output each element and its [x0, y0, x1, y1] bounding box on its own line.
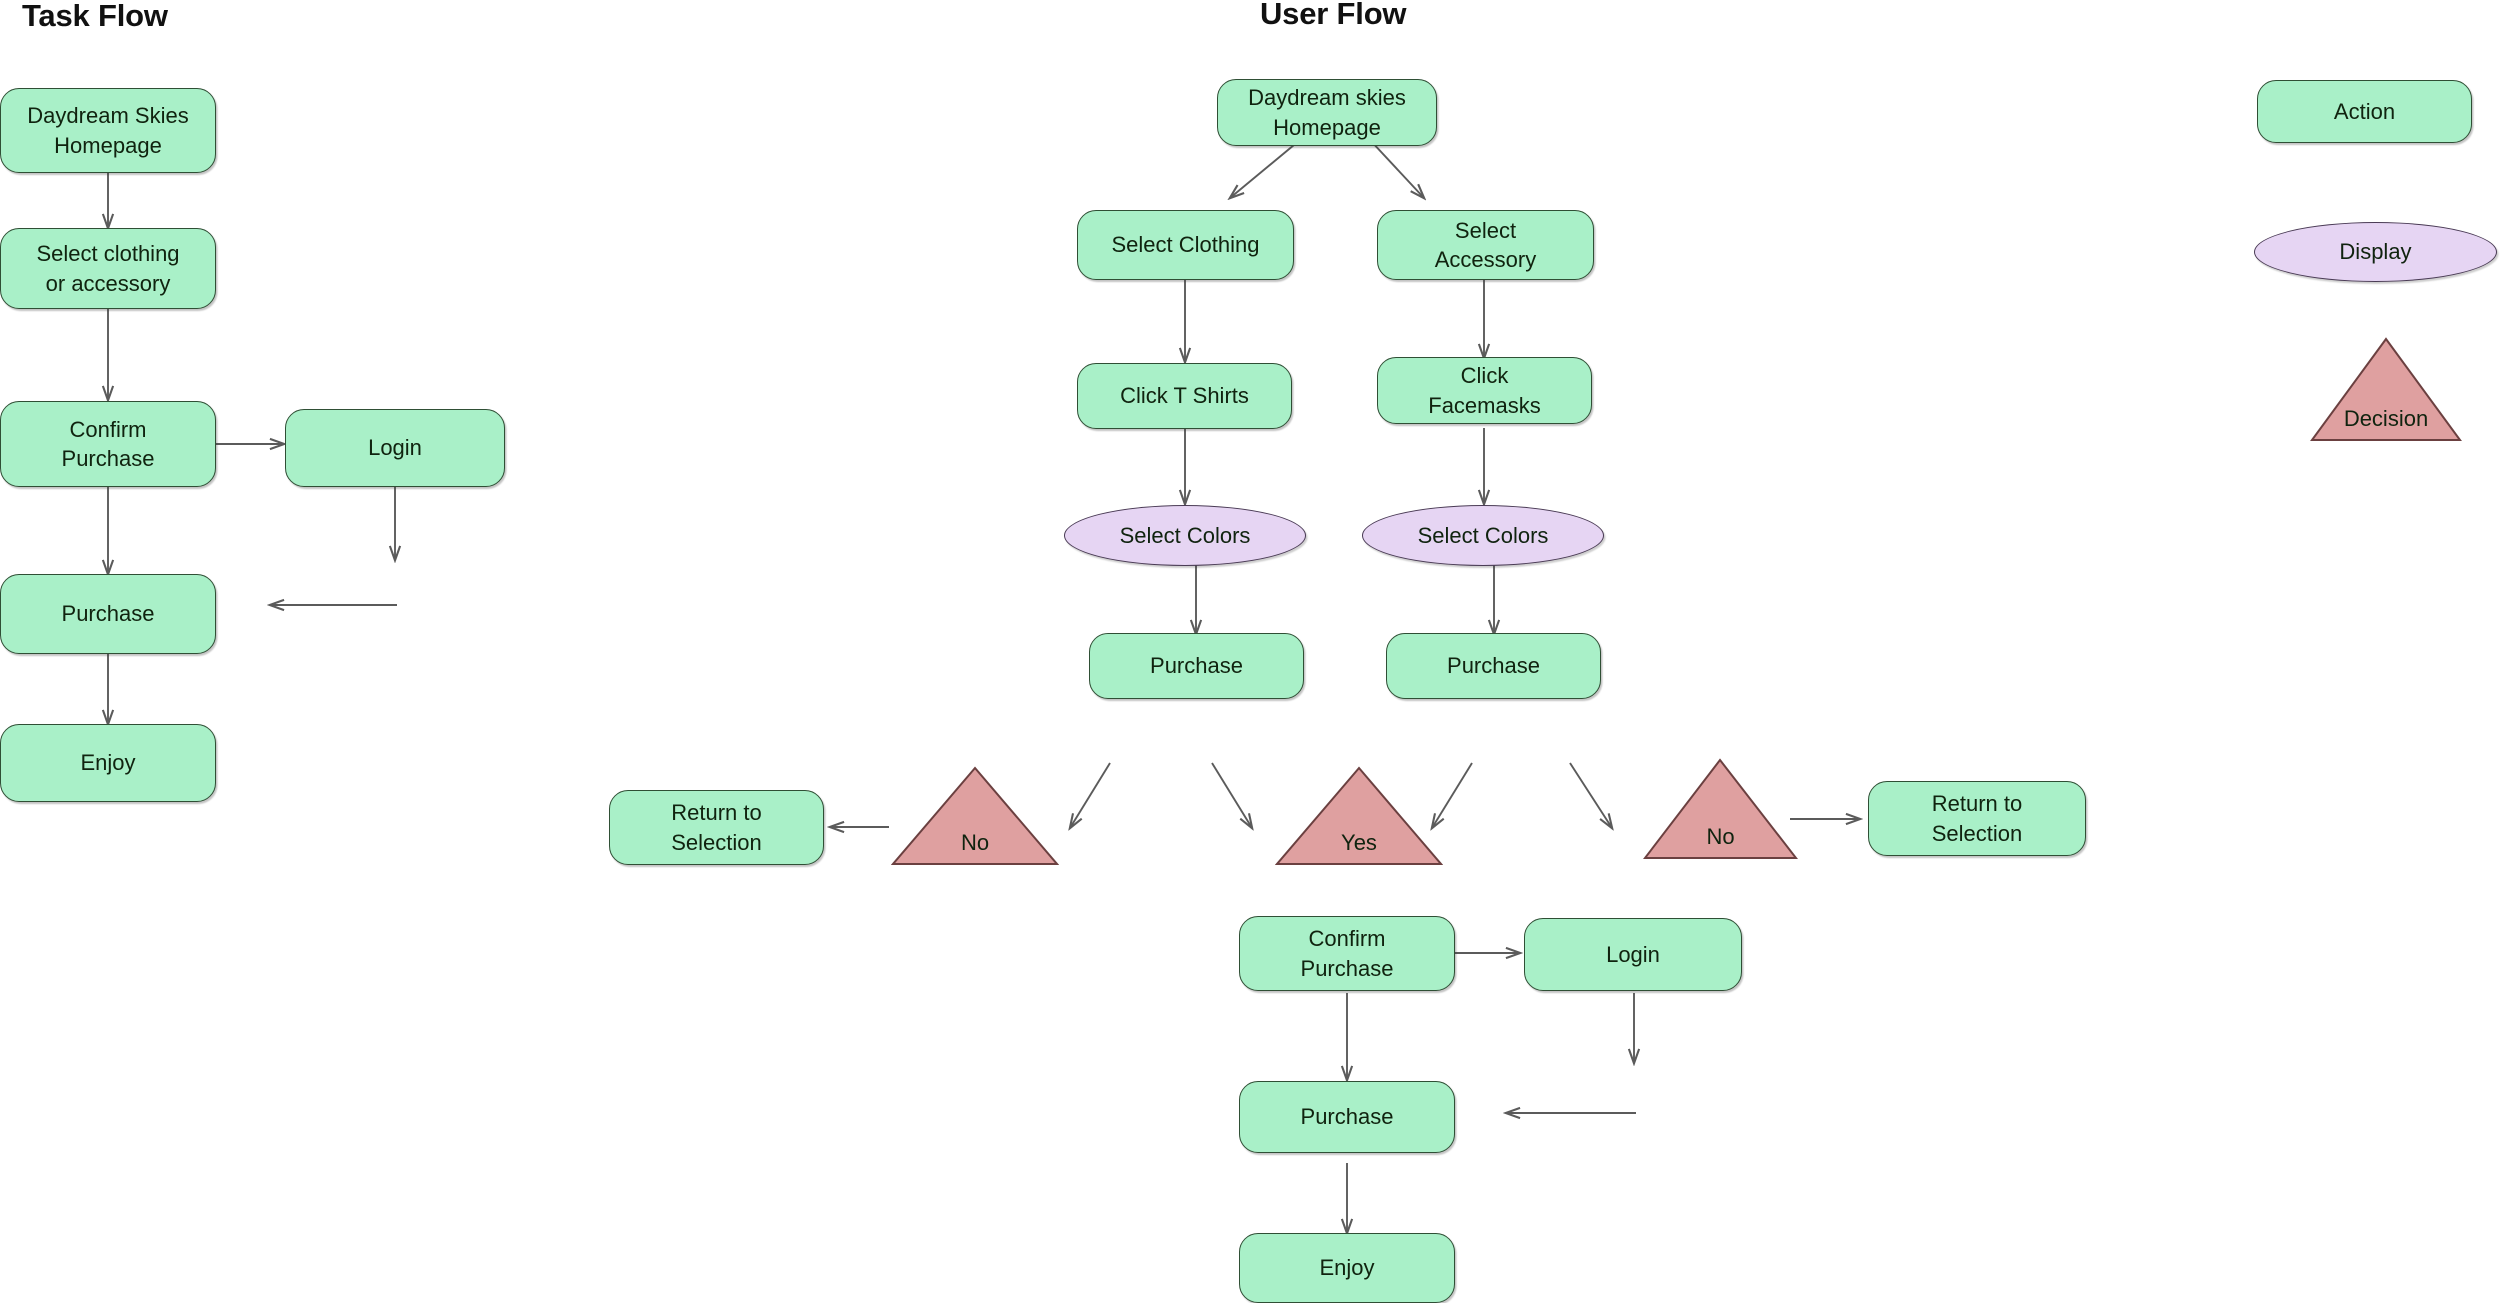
decision-label: No — [1706, 823, 1735, 849]
task-node-homepage[interactable]: Daydream Skies Homepage — [0, 88, 216, 173]
user-flow-title: User Flow — [1260, 0, 1407, 31]
user-node-select-clothing[interactable]: Select Clothing — [1077, 210, 1294, 280]
user-node-decision-no-right[interactable]: No — [1643, 758, 1798, 860]
user-node-purchase-left[interactable]: Purchase — [1089, 633, 1304, 699]
decision-label: No — [960, 829, 990, 855]
triangle-icon — [2310, 337, 2462, 441]
wire-uf-home-to-clothing — [1230, 139, 1301, 198]
legend-decision-label: Decision — [2343, 405, 2429, 431]
user-node-select-colors-right[interactable]: Select Colors — [1362, 505, 1604, 566]
wire-uf-purchase-l-to-yes — [1211, 762, 1252, 828]
wire-uf-purchase-l-to-no-left — [1070, 762, 1111, 828]
user-node-click-facemasks[interactable]: Click Facemasks — [1377, 357, 1592, 424]
legend-item-display: Display — [2254, 222, 2497, 282]
decision-label: Yes — [1341, 829, 1377, 855]
triangle-icon — [1275, 766, 1443, 865]
task-flow-title: Task Flow — [22, 0, 168, 33]
user-node-select-colors-left[interactable]: Select Colors — [1064, 505, 1306, 566]
user-node-return-to-selection-left[interactable]: Return to Selection — [609, 790, 824, 865]
task-node-select-clothing-or-accessory[interactable]: Select clothing or accessory — [0, 228, 216, 309]
user-node-enjoy[interactable]: Enjoy — [1239, 1233, 1455, 1303]
user-node-click-tshirts[interactable]: Click T Shirts — [1077, 363, 1292, 429]
wire-uf-purchase-r-to-no-right — [1569, 762, 1612, 828]
user-node-homepage[interactable]: Daydream skies Homepage — [1217, 79, 1437, 146]
task-node-login[interactable]: Login — [285, 409, 505, 487]
user-node-decision-yes[interactable]: Yes — [1275, 766, 1443, 866]
user-node-purchase-final[interactable]: Purchase — [1239, 1081, 1455, 1153]
user-node-decision-no-left[interactable]: No — [891, 766, 1059, 866]
legend-item-action: Action — [2257, 80, 2472, 143]
triangle-icon — [1643, 758, 1798, 859]
user-node-login[interactable]: Login — [1524, 918, 1742, 991]
legend-item-decision: Decision — [2310, 337, 2462, 442]
user-node-confirm-purchase[interactable]: Confirm Purchase — [1239, 916, 1455, 991]
task-node-enjoy[interactable]: Enjoy — [0, 724, 216, 802]
task-node-confirm-purchase[interactable]: Confirm Purchase — [0, 401, 216, 487]
wire-uf-home-to-accessory — [1369, 139, 1424, 198]
triangle-icon — [891, 766, 1059, 865]
task-node-purchase[interactable]: Purchase — [0, 574, 216, 654]
user-node-return-to-selection-right[interactable]: Return to Selection — [1868, 781, 2086, 856]
user-node-purchase-right[interactable]: Purchase — [1386, 633, 1601, 699]
user-node-select-accessory[interactable]: Select Accessory — [1377, 210, 1594, 280]
